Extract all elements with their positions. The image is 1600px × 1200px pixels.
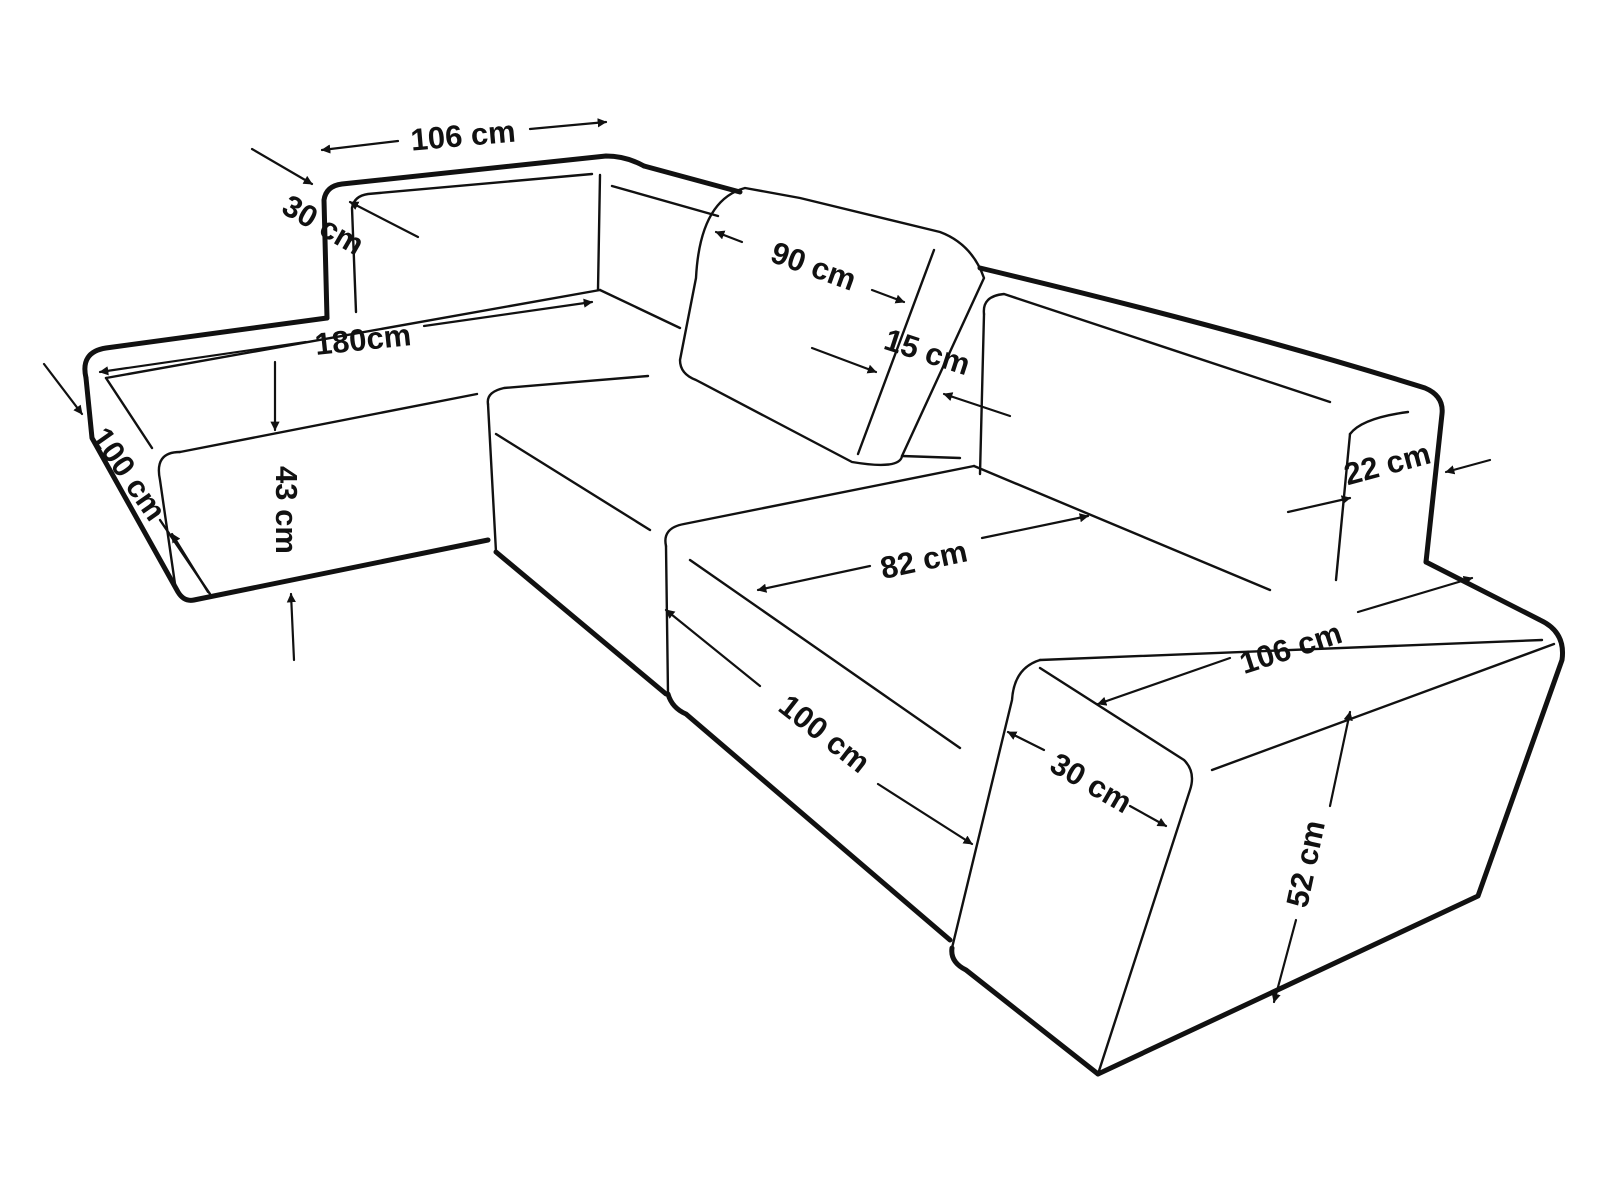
dim-180: 180cm xyxy=(98,298,594,376)
label-90: 90 cm xyxy=(766,235,861,298)
label-22: 22 cm xyxy=(1340,436,1434,493)
dim-100-seat: 100 cm xyxy=(664,608,974,846)
dim-100-chaise: 100 cm xyxy=(42,362,210,594)
dim-30-top: 30 cm xyxy=(250,147,420,262)
dim-30-right: 30 cm xyxy=(1006,730,1168,828)
main-backrest xyxy=(610,163,1445,582)
right-seat xyxy=(665,464,1272,943)
dim-90: 90 cm xyxy=(714,230,906,304)
label-180: 180cm xyxy=(313,317,413,362)
dim-22: 22 cm xyxy=(1286,436,1492,514)
label-106-top-left: 106 cm xyxy=(409,114,517,158)
dim-52: 52 cm xyxy=(1271,710,1353,1004)
right-armrest xyxy=(949,559,1566,1077)
label-52: 52 cm xyxy=(1279,817,1332,910)
label-82: 82 cm xyxy=(877,533,970,586)
label-100-seat: 100 cm xyxy=(772,688,876,780)
dimension-lines: 106 cm 30 cm 180cm 100 cm 43 cm 90 cm xyxy=(42,114,1492,1004)
label-106-right: 106 cm xyxy=(1235,615,1346,681)
sofa-drawing xyxy=(82,153,1566,1077)
label-43: 43 cm xyxy=(269,466,304,554)
dim-106-right: 106 cm xyxy=(1096,575,1474,706)
dim-15: 15 cm xyxy=(810,322,1012,418)
dim-43: 43 cm xyxy=(269,360,304,662)
dim-82: 82 cm xyxy=(756,513,1090,593)
middle-seat xyxy=(486,374,976,697)
back-cushion xyxy=(678,186,986,467)
chaise-back-armrest xyxy=(321,153,682,330)
dim-106-left: 106 cm xyxy=(320,114,608,158)
label-30-right: 30 cm xyxy=(1044,746,1138,820)
